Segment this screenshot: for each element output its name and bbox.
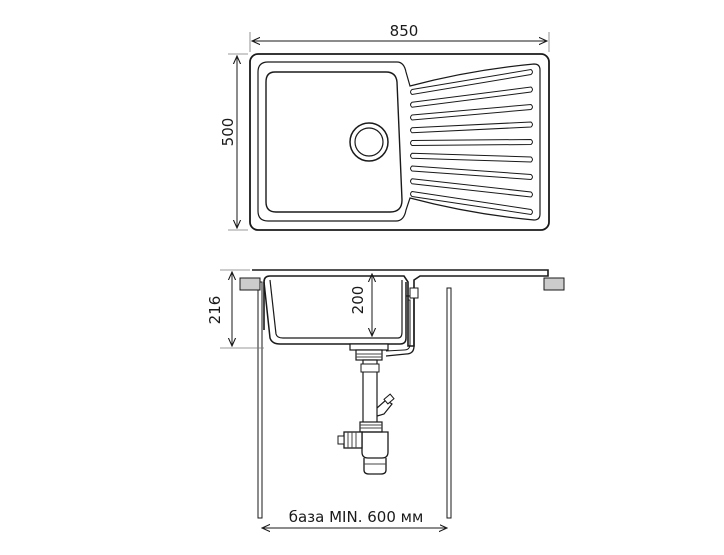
overflow-cap [409,287,419,299]
sink-side-view: 216 200 база MIN. 600 мм [206,269,565,528]
bowl-depth-dimension-label: 200 [349,286,367,315]
drain-flange [349,343,389,351]
drainboard-groove [410,165,533,181]
overflow-tube [385,295,415,357]
trap-outlet [343,431,363,449]
height-dimension-label: 216 [206,296,224,325]
drain-inner-ring [354,127,384,157]
drainboard-groove [410,190,533,216]
drainboard-groove [410,86,533,108]
drainboard-groove [410,68,533,96]
drainboard-groove [410,138,533,147]
drainboard-groove [410,178,533,198]
countertop-block-right [543,277,565,291]
pipe-connector-top [360,363,380,373]
base-label-background [272,505,440,527]
sink-outer-outline [249,53,550,231]
trap-nut [359,421,383,433]
drainboard-groove [410,103,533,121]
side-outlet [376,399,393,417]
trap-body [361,431,389,459]
drain-nut [355,349,383,361]
depth-dimension-label: 500 [219,118,237,147]
side-outlet-cap [383,393,395,405]
drain-outer-ring [349,122,389,162]
drainboard-grooves [410,68,533,216]
base-dimension-label: база MIN. 600 мм [289,508,424,526]
overflow-tube-inner [385,299,411,352]
countertop-block-left [239,277,261,291]
bowl-profile-outer [263,281,407,345]
trap-cup [363,458,387,475]
sink-rim-profile [252,269,549,347]
sink-rim-outline [257,61,541,222]
trap-outlet-stub [337,435,345,445]
cabinet-wall-left [257,281,263,519]
sink-bowl [265,71,403,213]
cabinet-wall-right [446,287,452,519]
bowl-profile-inner [269,279,403,339]
width-dimension-label: 850 [390,22,419,40]
drainboard-groove [410,152,533,163]
drainboard-groove [410,121,533,134]
sink-top-view: 850 500 [219,22,550,231]
